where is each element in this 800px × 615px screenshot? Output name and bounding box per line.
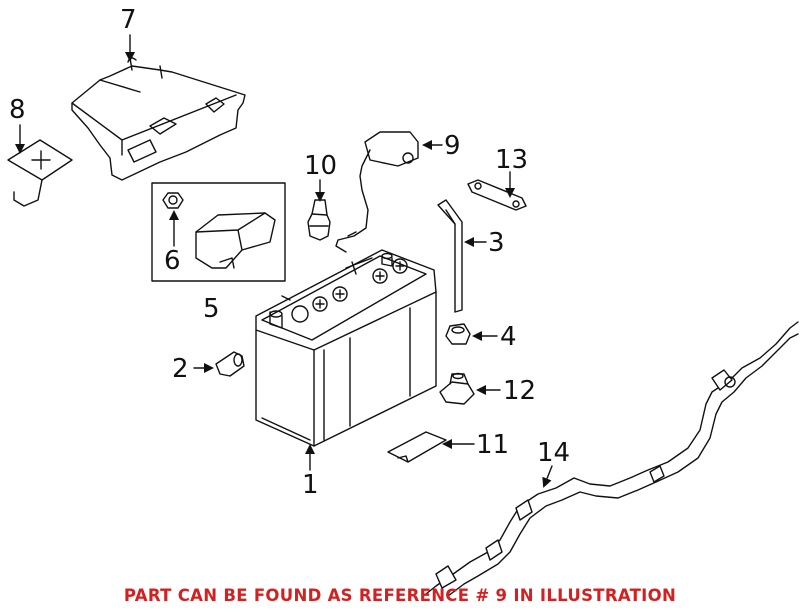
callout-arrows [15,34,553,488]
plug-part [216,352,244,376]
callout-3: 3 [488,228,505,258]
callout-13: 13 [495,145,528,175]
callout-8: 8 [9,95,26,125]
callout-14: 14 [537,438,570,468]
nut-part-6 [163,193,183,208]
callout-4: 4 [500,322,517,352]
callout-7: 7 [120,5,137,35]
bracket-link-part [468,180,526,210]
callout-9: 9 [444,131,461,161]
nut-part-4 [446,324,470,344]
component-box [151,182,286,282]
callout-10: 10 [304,151,337,181]
battery-cover-tray-part [72,58,245,180]
control-module-part [196,213,275,268]
callout-2: 2 [172,354,189,384]
fastener-part-10 [308,200,330,240]
reference-note: PART CAN BE FOUND AS REFERENCE # 9 IN IL… [123,586,677,605]
callout-5: 5 [203,294,220,324]
callout-11: 11 [476,430,509,460]
bracket-plate-part [388,432,446,462]
callout-12: 12 [503,376,536,406]
hold-down-rod-part [438,200,462,312]
cable-harness-part [426,322,798,596]
flange-nut-part [440,374,474,405]
callout-6: 6 [164,246,181,276]
callout-1: 1 [302,470,319,500]
negative-cable-part [336,132,418,252]
terminal-cover-part [8,140,72,206]
battery-part [256,250,436,446]
